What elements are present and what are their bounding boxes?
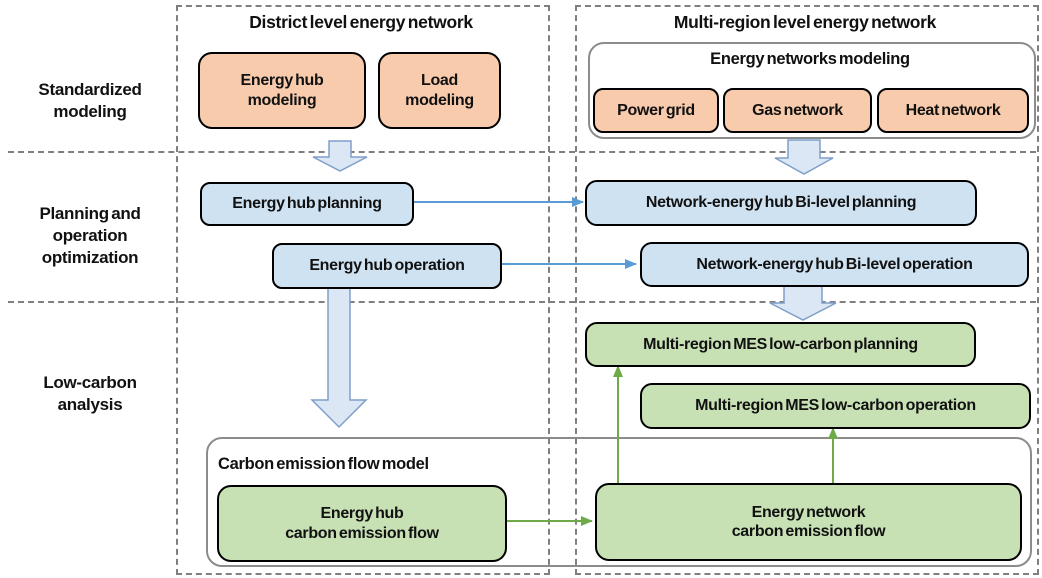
multi-region-mes-low-carbon-planning-box: Multi-region MES low-carbon planning (585, 322, 976, 367)
load-modeling-box: Load modeling (378, 52, 501, 129)
energy-network-carbon-emission-flow-box: Energy network carbon emission flow (595, 483, 1022, 561)
district-column-border (176, 5, 550, 575)
energy-hub-planning-box: Energy hub planning (200, 182, 414, 226)
energy-hub-modeling-box: Energy hub modeling (198, 52, 366, 129)
row-divider-modeling-planning (8, 151, 1036, 153)
row-divider-planning-lowcarbon (8, 301, 1036, 303)
power-grid-box: Power grid (593, 88, 719, 133)
multi-region-column-border (575, 5, 1039, 575)
network-energy-hub-bilevel-operation-box: Network-energy hub Bi-level operation (640, 242, 1029, 287)
energy-networks-modeling-label: Energy networks modeling (710, 50, 910, 68)
network-energy-hub-bilevel-planning-box: Network-energy hub Bi-level planning (585, 180, 977, 226)
block-arrow-down-bilevel-to-mes (769, 284, 837, 321)
block-arrow-down-district-modeling (312, 140, 368, 172)
carbon-emission-flow-model-label: Carbon emission flow model (218, 455, 429, 473)
row-label-standardized-modeling: Standardized modeling (38, 80, 142, 122)
block-arrow-down-operation-to-cef (310, 286, 368, 429)
row-label-planning-operation-optimization: Planning and operation optimization (39, 204, 141, 268)
energy-hub-carbon-emission-flow-box: Energy hub carbon emission flow (217, 485, 507, 562)
district-column-title: District level energy network (249, 12, 473, 32)
energy-hub-operation-box: Energy hub operation (272, 243, 502, 289)
heat-network-box: Heat network (877, 88, 1029, 133)
gas-network-box: Gas network (723, 88, 872, 133)
multi-region-column-title: Multi-region level energy network (673, 12, 937, 32)
row-label-low-carbon-analysis: Low-carbon analysis (43, 373, 137, 415)
multi-region-mes-low-carbon-operation-box: Multi-region MES low-carbon operation (640, 383, 1031, 429)
block-arrow-down-multiregion-modeling (774, 139, 834, 175)
